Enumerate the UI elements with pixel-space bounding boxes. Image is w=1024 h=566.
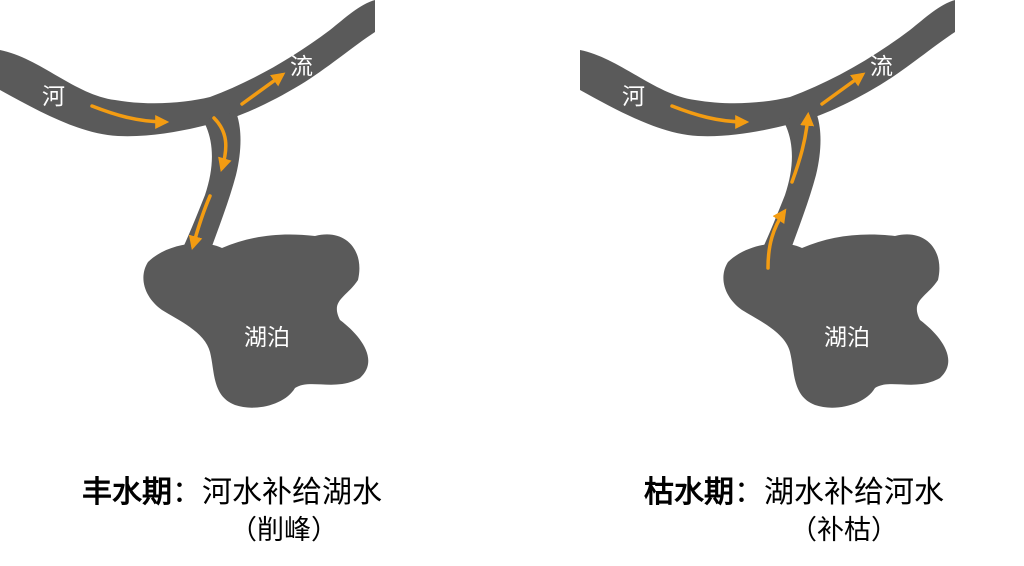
- left-water-body: [0, 0, 375, 408]
- right-river: [580, 0, 955, 137]
- left-caption: 丰水期：河水补给湖水: [82, 475, 382, 511]
- right-channel: [756, 112, 821, 268]
- left-panel: 河 流 湖泊: [0, 0, 375, 408]
- right-arrow-up-1: [766, 208, 787, 270]
- right-note: （补枯）: [790, 515, 898, 546]
- left-lake: [143, 234, 369, 408]
- right-panel: 河 流 湖泊: [580, 0, 955, 408]
- left-river-label-left: 河: [42, 84, 65, 110]
- right-river-label-right: 流: [870, 54, 893, 80]
- left-river-label-right: 流: [290, 54, 313, 80]
- right-arrow-up-2: [790, 111, 815, 184]
- left-flow-arrows: [90, 72, 286, 251]
- right-flow-arrows: [670, 72, 866, 270]
- left-arrow-river-in: [90, 104, 170, 129]
- right-caption: 枯水期：湖水补给河水: [644, 475, 944, 511]
- left-note: （削峰）: [230, 515, 338, 546]
- right-lake: [723, 234, 949, 408]
- right-arrow-river-in: [670, 104, 750, 129]
- right-colon: ：: [734, 475, 764, 510]
- left-arrow-branch-1: [212, 116, 232, 173]
- right-lake-label: 湖泊: [824, 325, 870, 351]
- right-arrow-river-out: [820, 72, 866, 106]
- left-arrow-river-out: [240, 72, 286, 106]
- right-period: 枯水期: [644, 475, 734, 510]
- left-arrow-branch-2: [188, 194, 212, 251]
- right-river-label-left: 河: [622, 84, 645, 110]
- left-relation: 河水补给湖水: [202, 475, 382, 510]
- right-relation: 湖水补给河水: [764, 475, 944, 510]
- left-lake-label: 湖泊: [244, 325, 290, 351]
- left-colon: ：: [172, 475, 202, 510]
- right-water-body: [580, 0, 955, 408]
- left-period: 丰水期: [82, 475, 172, 510]
- left-river: [0, 0, 375, 137]
